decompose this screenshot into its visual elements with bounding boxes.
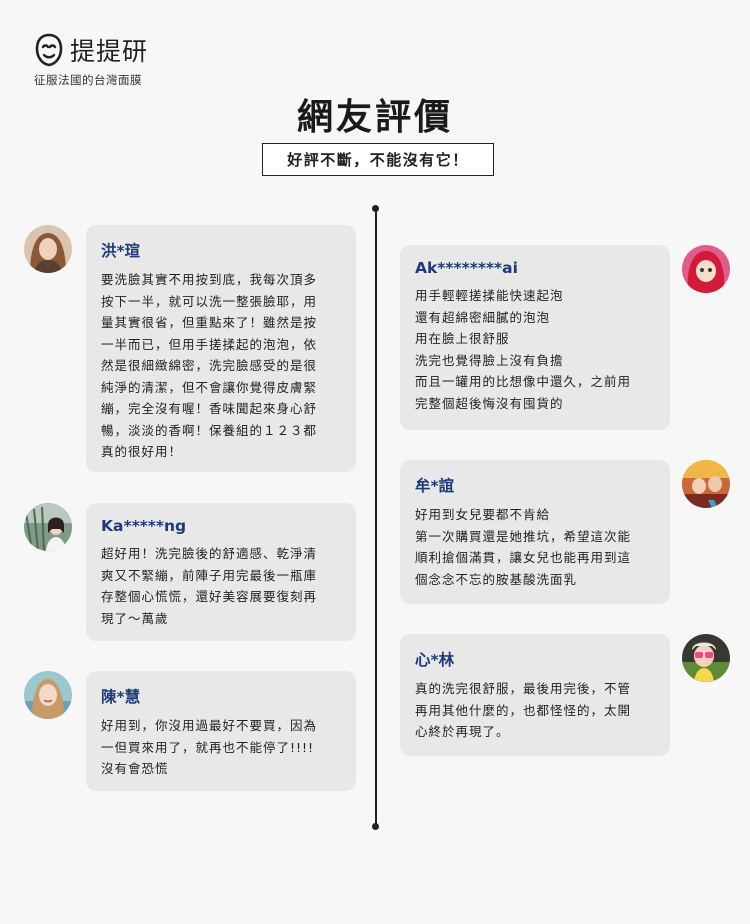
page-subtitle: 好評不斷，不能沒有它！ — [262, 143, 494, 176]
review-card: 洪*瑄 要洗臉其實不用按到底，我每次頂多 按下一半，就可以洗一整張臉耶，用 量其… — [86, 225, 356, 472]
avatar-photo-icon — [682, 460, 730, 508]
reviewer-name: 心*林 — [415, 651, 455, 669]
review-text: 好用到女兒要都不肯給 第一次購買還是她推坑，希望這次能 順利搶個滿貫，讓女兒也能… — [415, 507, 632, 587]
reviewer-name: Ak********ai — [415, 259, 518, 277]
avatar-photo-icon — [682, 634, 730, 682]
reviewer-name: 牟*誼 — [415, 477, 455, 495]
avatar-photo-icon — [24, 671, 72, 719]
avatar-photo-icon — [24, 225, 72, 273]
review-text: 用手輕輕搓揉能快速起泡 還有超綿密細膩的泡泡 用在臉上很舒服 洗完也覺得臉上沒有… — [415, 288, 632, 411]
brand-header: 提提研 征服法國的台灣面膜 — [34, 32, 148, 88]
avatar-photo-icon — [24, 503, 72, 551]
avatar-photo-icon — [682, 245, 730, 293]
timeline-dot-top — [372, 205, 379, 212]
reviewer-avatar — [24, 503, 72, 551]
page-title: 網友評價 — [296, 97, 453, 138]
review-text: 好用到，你沒用過最好不要買，因為 一但買來用了，就再也不能停了!!!! 沒有會恐… — [101, 718, 318, 776]
reviewer-name: 洪*瑄 — [101, 242, 141, 260]
reviewer-avatar — [682, 245, 730, 293]
review-text: 超好用！洗完臉後的舒適感、乾淨清 爽又不緊繃，前陣子用完最後一瓶庫 存整個心慌慌… — [101, 546, 318, 626]
brand-tagline: 征服法國的台灣面膜 — [34, 73, 142, 87]
reviewer-avatar — [24, 225, 72, 273]
review-card: 牟*誼 好用到女兒要都不肯給 第一次購買還是她推坑，希望這次能 順利搶個滿貫，讓… — [400, 460, 670, 604]
timeline-dot-bottom — [372, 823, 379, 830]
review-text: 真的洗完很舒服，最後用完後，不管 再用其他什麼的，也都怪怪的，太開 心終於再現了… — [415, 681, 632, 739]
brand-logo-icon — [35, 33, 63, 67]
review-text: 要洗臉其實不用按到底，我每次頂多 按下一半，就可以洗一整張臉耶，用 量其實很省，… — [101, 272, 318, 459]
reviewer-avatar — [682, 460, 730, 508]
reviewer-name: Ka*****ng — [101, 517, 187, 535]
timeline-line — [375, 208, 377, 828]
reviewer-name: 陳*慧 — [101, 688, 141, 706]
review-card: 心*林 真的洗完很舒服，最後用完後，不管 再用其他什麼的，也都怪怪的，太開 心終… — [400, 634, 670, 756]
reviewer-avatar — [24, 671, 72, 719]
reviewer-avatar — [682, 634, 730, 682]
review-card: Ak********ai 用手輕輕搓揉能快速起泡 還有超綿密細膩的泡泡 用在臉上… — [400, 245, 670, 430]
review-card: 陳*慧 好用到，你沒用過最好不要買，因為 一但買來用了，就再也不能停了!!!! … — [86, 671, 356, 791]
review-card: Ka*****ng 超好用！洗完臉後的舒適感、乾淨清 爽又不緊繃，前陣子用完最後… — [86, 503, 356, 641]
brand-name: 提提研 — [70, 37, 149, 66]
